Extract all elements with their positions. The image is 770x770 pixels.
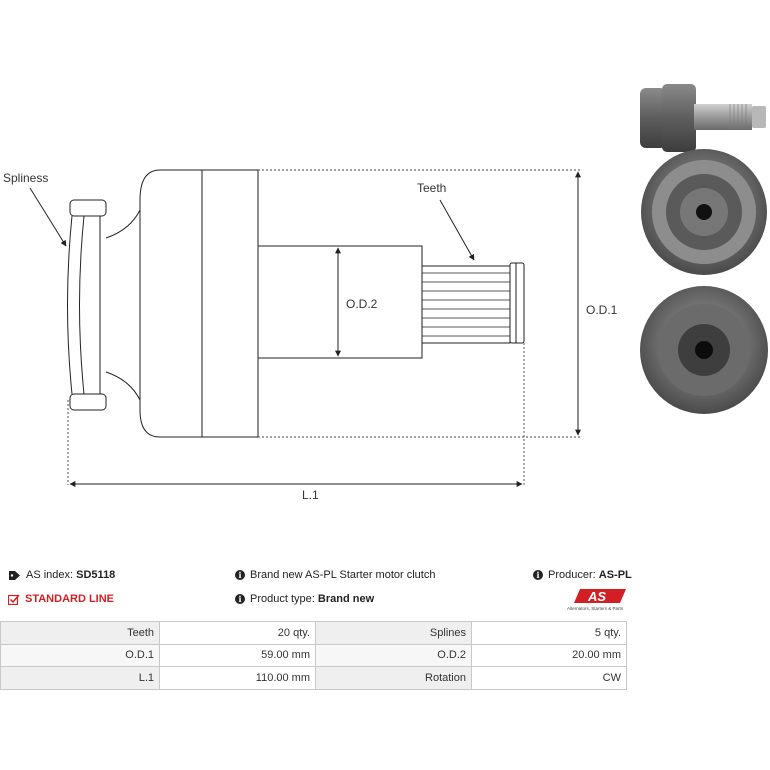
standard-line-text: STANDARD LINE <box>25 593 115 605</box>
spec-value: 20.00 mm <box>471 643 627 667</box>
checkbox-icon <box>8 594 20 605</box>
product-type-value: Brand new <box>317 593 375 605</box>
info-icon: i <box>235 570 245 580</box>
l1-label: L.1 <box>302 488 319 502</box>
logo-subtitle: Alternators, Starters & Parts <box>566 606 624 611</box>
clutch-outline <box>67 169 525 438</box>
od1-label: O.D.1 <box>586 303 618 317</box>
producer-label: Producer: <box>548 569 596 581</box>
technical-drawing: Spliness Teeth O.D.2 O.D.1 L.1 <box>3 84 768 502</box>
spec-value: 20 qty. <box>159 621 316 645</box>
description-text: Brand new AS-PL Starter motor clutch <box>250 569 436 581</box>
as-pl-logo: AS <box>574 589 626 604</box>
dimension-guides <box>67 169 580 485</box>
product-type: i Product type: Brand new <box>235 593 374 605</box>
spec-label: L.1 <box>0 666 160 690</box>
spliness-label: Spliness <box>3 171 48 185</box>
spliness-pointer-arrow <box>29 187 67 247</box>
product-description: i Brand new AS-PL Starter motor clutch <box>235 569 435 581</box>
spec-value: 110.00 mm <box>159 666 316 690</box>
info-icon: i <box>533 570 543 580</box>
od2-label: O.D.2 <box>346 297 378 311</box>
teeth-label: Teeth <box>417 181 446 195</box>
producer: i Producer: AS-PL <box>533 569 632 581</box>
as-index-label: AS index: <box>26 569 74 581</box>
spec-label: O.D.1 <box>0 643 160 667</box>
specifications-table: Teeth 20 qty. Splines 5 qty. O.D.1 59.00… <box>0 621 627 690</box>
spec-label: Splines <box>315 621 472 645</box>
spec-value: CW <box>471 666 627 690</box>
spec-value: 5 qty. <box>471 621 627 645</box>
spec-value: 59.00 mm <box>159 643 316 667</box>
as-index-value: SD5118 <box>76 569 116 581</box>
spec-label: Teeth <box>0 621 160 645</box>
table-row: Teeth 20 qty. Splines 5 qty. <box>0 621 627 645</box>
table-row: O.D.1 59.00 mm O.D.2 20.00 mm <box>0 643 627 667</box>
product-photo-front-view <box>641 149 767 275</box>
standard-line: STANDARD LINE <box>8 593 114 605</box>
as-index: AS index: SD5118 <box>8 569 115 581</box>
spec-label: Rotation <box>315 666 472 690</box>
teeth-pointer-arrow <box>439 199 475 261</box>
product-photo-back-view <box>640 286 768 414</box>
product-type-label: Product type: <box>250 593 315 605</box>
producer-value: AS-PL <box>598 569 632 581</box>
table-row: L.1 110.00 mm Rotation CW <box>0 666 627 690</box>
product-photo-side-view <box>640 84 766 152</box>
info-icon: i <box>235 594 245 604</box>
tag-icon <box>9 570 20 580</box>
spec-label: O.D.2 <box>315 643 472 667</box>
svg-text:AS: AS <box>587 589 606 604</box>
